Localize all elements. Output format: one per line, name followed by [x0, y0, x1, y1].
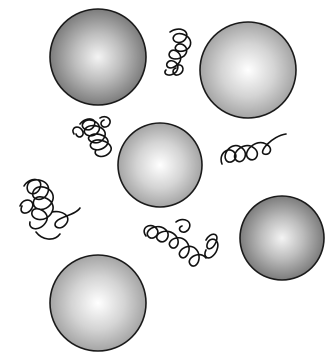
coil-far-left	[20, 179, 80, 239]
sphere-right	[240, 196, 324, 280]
sphere-top-left	[50, 9, 146, 105]
coil-top-center	[165, 29, 191, 75]
coil-bottom-center	[144, 220, 218, 267]
coil-right	[221, 134, 286, 164]
sphere-center	[118, 123, 202, 207]
sphere-top-right	[200, 22, 296, 118]
coil-left	[73, 117, 111, 157]
sphere-bottom-left	[50, 255, 146, 351]
